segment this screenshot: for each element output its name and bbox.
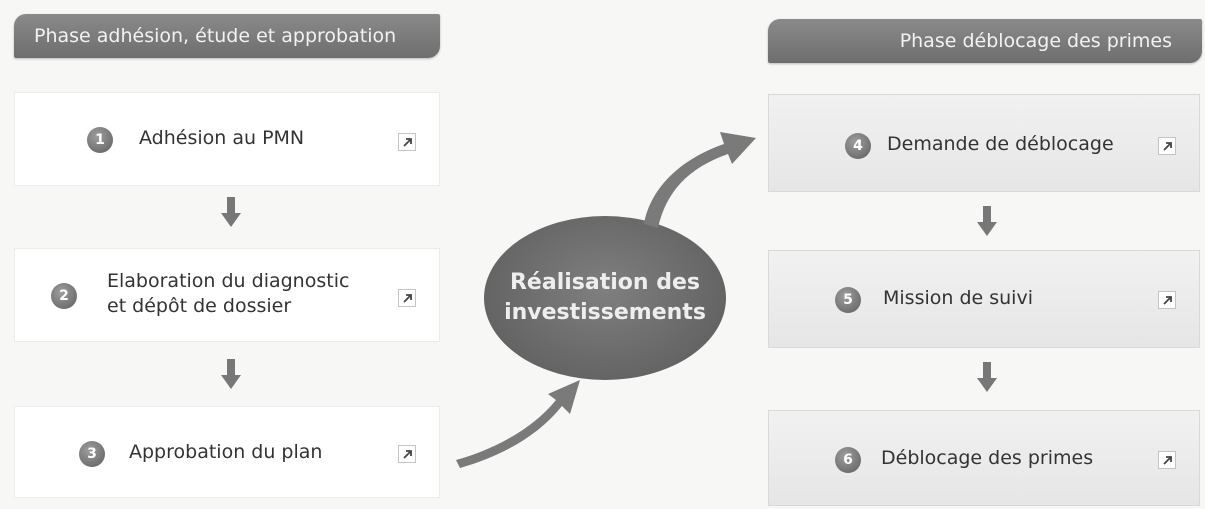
step-demande-deblocage[interactable]: 4 Demande de déblocage (768, 94, 1200, 192)
phase-header-deblocage: Phase déblocage des primes (768, 19, 1202, 63)
external-link-icon[interactable] (1158, 291, 1176, 309)
curved-arrow-icon (644, 132, 756, 228)
step-mission-suivi[interactable]: 5 Mission de suivi (768, 250, 1200, 348)
step-label: Demande de déblocage (887, 133, 1114, 155)
step-number-badge: 6 (835, 447, 861, 473)
down-arrow-icon (221, 197, 241, 227)
step-number-badge: 2 (51, 283, 77, 309)
external-link-icon[interactable] (398, 445, 416, 463)
down-arrow-icon (977, 362, 997, 392)
step-diagnostic[interactable]: 2 Elaboration du diagnostic et dépôt de … (14, 248, 440, 342)
step-number-badge: 1 (87, 127, 113, 153)
step-approbation[interactable]: 3 Approbation du plan (14, 406, 440, 498)
external-link-icon[interactable] (1158, 137, 1176, 155)
phase-title-left: Phase adhésion, étude et approbation (34, 25, 397, 47)
step-label: Déblocage des primes (881, 447, 1094, 469)
phase-title-right: Phase déblocage des primes (899, 30, 1172, 52)
step-adhesion[interactable]: 1 Adhésion au PMN (14, 92, 440, 186)
step-number-badge: 3 (79, 441, 105, 467)
step-label: Elaboration du diagnostic et dépôt de do… (107, 270, 350, 317)
step-label: Mission de suivi (883, 287, 1033, 309)
step-deblocage-primes[interactable]: 6 Déblocage des primes (768, 410, 1200, 506)
hub-realisation-investissements: Réalisation des investissements (484, 216, 726, 380)
step-label: Adhésion au PMN (139, 127, 305, 149)
curved-arrow-icon (456, 380, 580, 468)
step-number-badge: 4 (845, 133, 871, 159)
external-link-icon[interactable] (1158, 451, 1176, 469)
hub-label: Réalisation des investissements (504, 270, 706, 325)
step-label: Approbation du plan (129, 441, 323, 463)
external-link-icon[interactable] (398, 289, 416, 307)
phase-header-adhesion: Phase adhésion, étude et approbation (14, 14, 440, 58)
down-arrow-icon (977, 206, 997, 236)
step-number-badge: 5 (835, 287, 861, 313)
down-arrow-icon (221, 359, 241, 389)
external-link-icon[interactable] (398, 133, 416, 151)
